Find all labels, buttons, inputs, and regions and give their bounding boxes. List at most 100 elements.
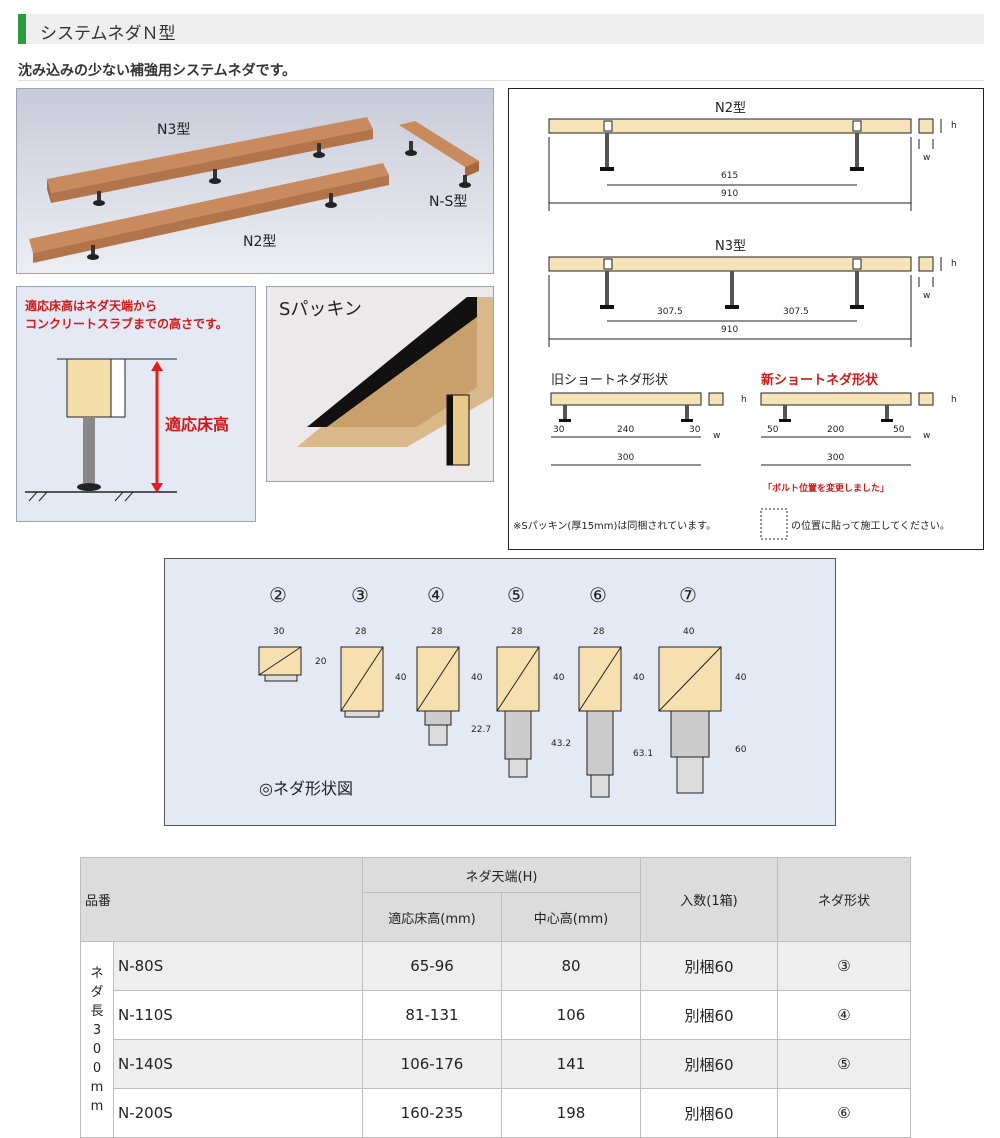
length-char: ネ	[90, 965, 104, 981]
spec-table: 品番 ネダ天端(H) 入数(1箱) ネダ形状 適応床高(mm) 中心高(mm) …	[80, 857, 911, 1138]
quantity: 別梱60	[640, 1039, 778, 1089]
section-header: システムネダＮ型	[18, 14, 984, 44]
center-height: 106	[501, 990, 641, 1040]
n3-span-left: 307.5	[657, 307, 683, 317]
new-short-note: 「ボルト位置を変更しました」	[763, 484, 890, 494]
shape-7-extra: 60	[735, 745, 747, 755]
length-char: 0	[92, 1060, 102, 1076]
product-photo: N3型 N2型 N-S型	[16, 88, 494, 274]
shape-drawings	[258, 646, 722, 798]
shape-4-extra: 22.7	[471, 725, 492, 735]
new-short-w: w	[923, 431, 931, 441]
shape-2-height: 20	[315, 657, 327, 667]
label-n2: N2型	[243, 234, 277, 250]
old-short-title: 旧ショートネダ形状	[551, 373, 669, 388]
header-accent-bar	[18, 14, 26, 44]
shape-ref: ⑤	[777, 1039, 911, 1089]
center-height: 141	[501, 1039, 641, 1089]
part-number: N-200S	[113, 1088, 363, 1138]
length-char: m	[90, 1098, 104, 1114]
floor-height: 160-235	[362, 1088, 502, 1138]
shape-ref: ③	[777, 941, 911, 991]
packing-note-after: の位置に貼って施工してください。	[791, 521, 950, 532]
n3-h: h	[951, 259, 957, 269]
n2-span: 615	[721, 171, 739, 181]
height-illustration	[25, 358, 177, 502]
shape-caption: ◎ネダ形状図	[259, 779, 353, 798]
center-height: 80	[501, 941, 641, 991]
shape-6-width: 28	[593, 627, 605, 637]
shape-3-height: 40	[395, 673, 407, 683]
length-char: ダ	[90, 984, 104, 1000]
n3-total: 910	[721, 325, 739, 335]
table-row: N-200S 160-235 198 別梱60 ⑥	[81, 1088, 911, 1138]
header-qty: 入数(1箱)	[640, 857, 778, 942]
old-short-total: 300	[617, 453, 635, 463]
caption-line-2: コンクリートスラブまでの高さです。	[25, 317, 228, 331]
n2-w: w	[923, 153, 931, 163]
packing-note-before: ※Sパッキン(厚15mm)は同梱されています。	[513, 521, 717, 532]
length-char: 0	[92, 1041, 102, 1057]
shape-num-7: ⑦	[679, 583, 697, 607]
shape-7-height: 40	[735, 673, 747, 683]
header-shape: ネダ形状	[777, 857, 911, 942]
packing-illustration	[297, 297, 493, 466]
old-short-h: h	[741, 395, 747, 405]
packing-label: Sパッキン	[279, 299, 362, 320]
dimension-diagram: N2型 615 910 h w N3型 307.5 307.5 910 h w …	[508, 88, 984, 550]
n2-total: 910	[721, 189, 739, 199]
part-number: N-80S	[113, 941, 363, 991]
table-row: ネ ダ 長 3 0 0 m m N-80S 65-96 80 別梱60 ③	[80, 941, 911, 1138]
new-short-mid: 200	[827, 425, 845, 435]
new-short-h: h	[951, 395, 957, 405]
label-n3: N3型	[157, 122, 191, 138]
shape-num-4: ④	[427, 583, 445, 607]
new-short-total: 300	[827, 453, 845, 463]
new-short-title: 新ショートネダ形状	[761, 373, 879, 388]
old-short-mid: 240	[617, 425, 635, 435]
packing-photo: Sパッキン	[266, 286, 494, 482]
shape-6-extra: 63.1	[633, 749, 654, 759]
shape-num-2: ②	[269, 583, 287, 607]
quantity: 別梱60	[640, 941, 778, 991]
divider	[18, 80, 984, 81]
shape-num-3: ③	[351, 583, 369, 607]
floor-height-diagram: 適応床高はネダ天端から コンクリートスラブまでの高さです。 適応床高	[16, 286, 256, 522]
shape-ref: ⑥	[777, 1088, 911, 1138]
n3-span-right: 307.5	[783, 307, 809, 317]
caption-line-1: 適応床高はネダ天端から	[25, 299, 158, 313]
shape-num-5: ⑤	[507, 583, 525, 607]
shape-7-width: 40	[683, 627, 695, 637]
part-number: N-110S	[113, 990, 363, 1040]
old-short-right: 30	[689, 425, 701, 435]
shape-num-6: ⑥	[589, 583, 607, 607]
part-number: N-140S	[113, 1039, 363, 1089]
n3-w: w	[923, 291, 931, 301]
length-char: m	[90, 1079, 104, 1095]
header-top: ネダ天端(H)	[362, 857, 641, 893]
shape-ref: ④	[777, 990, 911, 1040]
shape-6-height: 40	[633, 673, 645, 683]
shape-3-width: 28	[355, 627, 367, 637]
new-short-right: 50	[893, 425, 905, 435]
n3-title: N3型	[715, 239, 746, 254]
floor-height: 106-176	[362, 1039, 502, 1089]
length-char: 長	[90, 1003, 104, 1019]
sleeper-illustration	[29, 117, 479, 263]
table-row: N-110S 81-131 106 別梱60 ④	[81, 990, 911, 1040]
floor-height: 65-96	[362, 941, 502, 991]
header-center: 中心高(mm)	[501, 892, 641, 942]
height-label: 適応床高	[165, 415, 230, 434]
shape-diagram: ② ③ ④ ⑤ ⑥ ⑦ 30 20 28 40 28 40 22.7 28 40…	[164, 558, 836, 826]
table-row: N-140S 106-176 141 別梱60 ⑤	[81, 1039, 911, 1089]
new-short-left: 50	[767, 425, 779, 435]
shape-5-height: 40	[553, 673, 565, 683]
shape-4-height: 40	[471, 673, 483, 683]
n2-title: N2型	[715, 101, 746, 116]
old-short-left: 30	[553, 425, 565, 435]
shape-4-width: 28	[431, 627, 443, 637]
page-title: システムネダＮ型	[40, 24, 176, 44]
shape-2-width: 30	[273, 627, 285, 637]
shape-5-extra: 43.2	[551, 739, 572, 749]
table-header-row: 品番 ネダ天端(H) 入数(1箱) ネダ形状	[80, 857, 911, 942]
